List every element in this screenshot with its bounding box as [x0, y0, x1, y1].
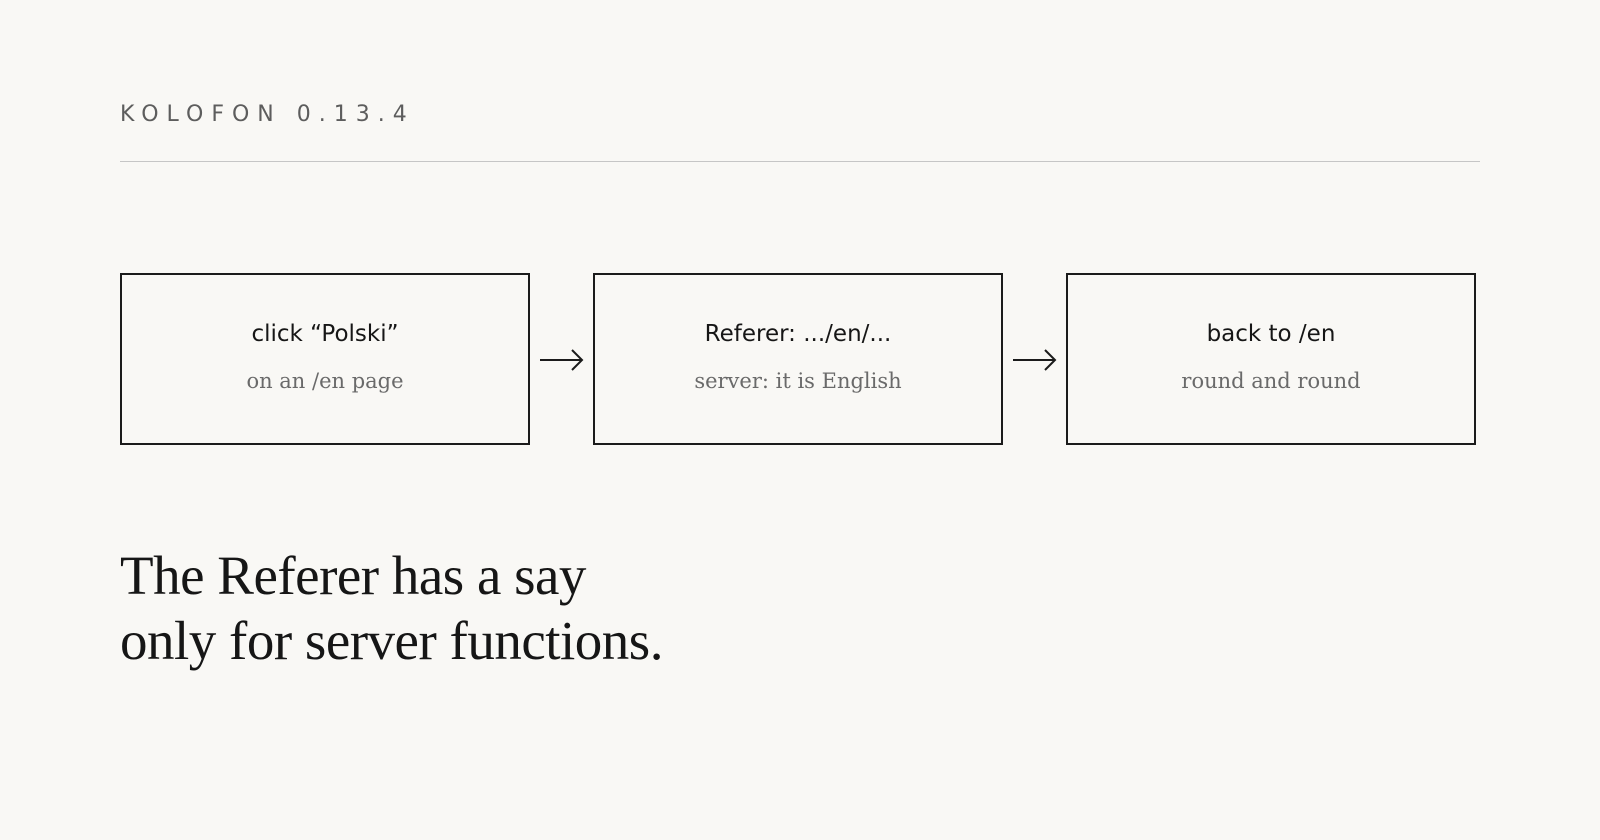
- flow-step-title: Referer: .../en/...: [704, 321, 892, 347]
- flow-step-title: click “Polski”: [251, 321, 399, 347]
- headline-line-2: only for server functions.: [120, 610, 663, 671]
- flow-step-referer: Referer: .../en/... server: it is Englis…: [593, 273, 1003, 445]
- header-divider: [120, 161, 1480, 162]
- header-label: KOLOFON 0.13.4: [120, 102, 415, 127]
- headline: The Referer has a say only for server fu…: [120, 543, 663, 673]
- flow-step-subtitle: on an /en page: [246, 369, 404, 393]
- flow-step-title: back to /en: [1206, 321, 1336, 347]
- headline-line-1: The Referer has a say: [120, 545, 586, 606]
- flow-step-subtitle: server: it is English: [694, 369, 902, 393]
- flow-step-back-to-en: back to /en round and round: [1066, 273, 1476, 445]
- flow-step-click-polski: click “Polski” on an /en page: [120, 273, 530, 445]
- right-arrow-icon: [540, 349, 584, 371]
- right-arrow-icon: [1013, 349, 1057, 371]
- flow-step-subtitle: round and round: [1181, 369, 1361, 393]
